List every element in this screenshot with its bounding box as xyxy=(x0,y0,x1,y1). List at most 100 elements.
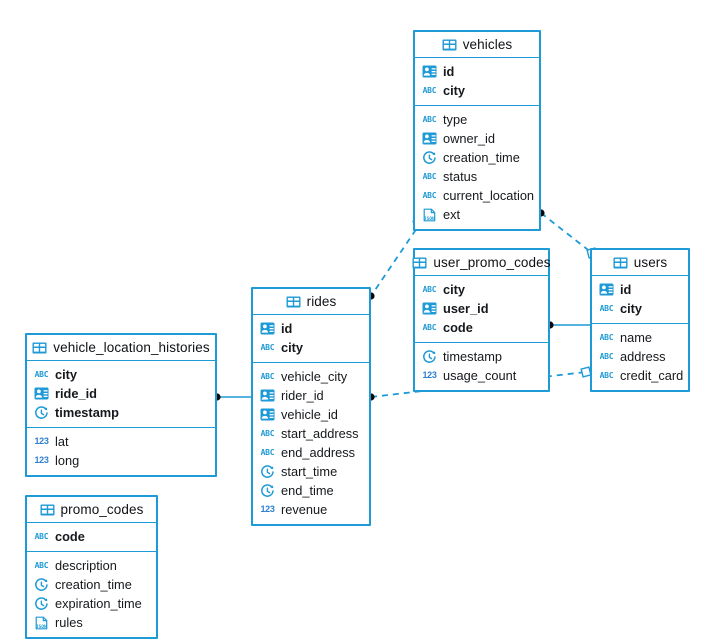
column-label: revenue xyxy=(281,502,328,517)
column-address[interactable]: ABC address xyxy=(592,347,688,366)
column-start_address[interactable]: ABC start_address xyxy=(253,424,369,443)
table-grid-icon xyxy=(286,296,301,308)
column-label: start_time xyxy=(281,464,338,479)
table-header-user_promo_codes[interactable]: user_promo_codes xyxy=(412,250,550,276)
json-icon: JSON xyxy=(422,208,437,222)
table-header-users[interactable]: users xyxy=(592,250,688,276)
column-vehicle_id[interactable]: vehicle_id xyxy=(253,405,369,424)
column-revenue[interactable]: 123 revenue xyxy=(253,500,369,519)
column-label: credit_card xyxy=(620,368,684,383)
table-header-promo_codes[interactable]: promo_codes xyxy=(27,497,156,523)
table-name: vehicles xyxy=(462,37,513,52)
table-header-vehicles[interactable]: vehicles xyxy=(415,32,539,58)
column-label: end_address xyxy=(281,445,355,460)
abc-icon: ABC xyxy=(599,351,614,361)
column-timestamp[interactable]: timestamp xyxy=(415,347,548,366)
abc-icon: ABC xyxy=(260,428,275,438)
table-header-vehicle_location_histories[interactable]: vehicle_location_histories xyxy=(27,335,215,361)
abc-icon: ABC xyxy=(260,342,275,352)
column-label: owner_id xyxy=(443,131,495,146)
column-label: status xyxy=(443,169,478,184)
id-card-icon xyxy=(260,389,275,402)
column-label: type xyxy=(443,112,468,127)
column-label: vehicle_city xyxy=(281,369,348,384)
abc-icon: ABC xyxy=(34,531,49,541)
column-label: creation_time xyxy=(55,577,132,592)
column-end_time[interactable]: end_time xyxy=(253,481,369,500)
clock-icon xyxy=(34,405,49,420)
id-card-icon xyxy=(34,387,49,400)
abc-icon: ABC xyxy=(599,332,614,342)
abc-icon: ABC xyxy=(422,85,437,95)
column-label: current_location xyxy=(443,188,535,203)
table-grid-icon xyxy=(40,504,55,516)
primary-key-user_id[interactable]: user_id xyxy=(415,299,548,318)
123-icon: 123 xyxy=(260,504,275,514)
column-label: city xyxy=(620,301,643,316)
primary-key-id[interactable]: id xyxy=(415,62,539,81)
column-rider_id[interactable]: rider_id xyxy=(253,386,369,405)
abc-icon: ABC xyxy=(599,303,614,313)
column-label: ext xyxy=(443,207,461,222)
primary-key-id[interactable]: id xyxy=(592,280,688,299)
column-label: id xyxy=(281,321,293,336)
relationship-vehicles-users[interactable] xyxy=(540,212,593,254)
abc-icon: ABC xyxy=(34,560,49,570)
table-header-rides[interactable]: rides xyxy=(253,289,369,315)
column-creation_time[interactable]: creation_time xyxy=(415,148,539,167)
column-label: timestamp xyxy=(55,405,120,420)
column-creation_time[interactable]: creation_time xyxy=(27,575,156,594)
primary-key-id[interactable]: id xyxy=(253,319,369,338)
column-expiration_time[interactable]: expiration_time xyxy=(27,594,156,613)
column-label: id xyxy=(443,64,455,79)
column-label: rules xyxy=(55,615,83,630)
primary-key-timestamp[interactable]: timestamp xyxy=(27,403,215,422)
column-label: id xyxy=(620,282,632,297)
primary-key-city[interactable]: ABC city xyxy=(592,299,688,318)
clock-icon xyxy=(260,483,275,498)
column-label: user_id xyxy=(443,301,489,316)
123-icon: 123 xyxy=(34,455,49,465)
column-label: creation_time xyxy=(443,150,520,165)
table-grid-icon xyxy=(32,342,47,354)
column-label: vehicle_id xyxy=(281,407,338,422)
primary-key-ride_id[interactable]: ride_id xyxy=(27,384,215,403)
column-ext[interactable]: JSON ext xyxy=(415,205,539,224)
column-label: city xyxy=(55,367,78,382)
table-name: users xyxy=(633,255,668,270)
column-label: start_address xyxy=(281,426,359,441)
id-card-icon xyxy=(422,302,437,315)
column-label: usage_count xyxy=(443,368,517,383)
column-start_time[interactable]: start_time xyxy=(253,462,369,481)
column-label: address xyxy=(620,349,666,364)
column-owner_id[interactable]: owner_id xyxy=(415,129,539,148)
